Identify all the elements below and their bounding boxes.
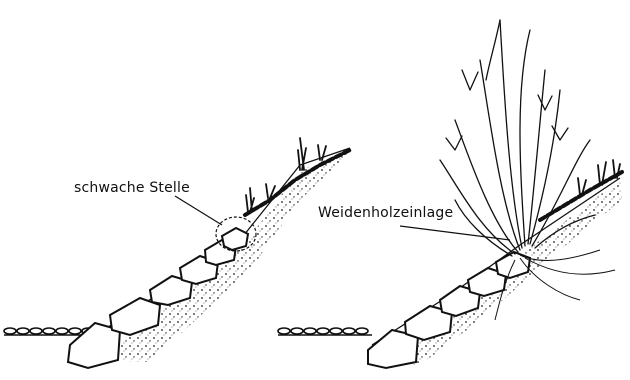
- weak-spot-pointer: [175, 196, 222, 225]
- right-stones: [368, 252, 530, 368]
- willow-insert-label: Weidenholzeinlage: [318, 206, 453, 220]
- right-diagram: [278, 20, 622, 368]
- right-ground-stones: [278, 328, 368, 334]
- willow-insert-pointer: [400, 226, 510, 240]
- left-ground-stones: [4, 328, 94, 334]
- weak-spot-label: schwache Stelle: [74, 181, 190, 195]
